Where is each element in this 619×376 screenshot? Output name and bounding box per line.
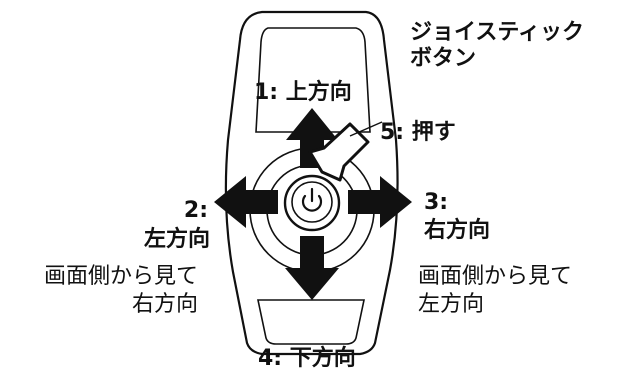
device-bottom-panel [257,299,365,345]
joystick-cap-inner [291,181,333,223]
note-left-line-1: 画面側から見て [43,264,198,289]
label-left-number: 2: [183,198,208,223]
title-line-2: ボタン [410,46,477,71]
device-top-panel [255,27,371,133]
label-right-direction: 右方向 [424,218,491,243]
note-right-line-2: 左方向 [418,292,485,317]
arrow-down-icon [285,236,339,300]
note-right-line-1: 画面側から見て [418,264,573,289]
press-leader-line [349,121,383,137]
arrow-up-icon [286,108,338,168]
note-left-line-2: 右方向 [131,292,198,317]
label-down: 4: 下方向 [258,346,356,371]
power-icon [301,187,323,212]
arrow-right-icon [348,176,412,228]
label-left-direction: 左方向 [143,227,210,252]
label-press: 5: 押す [380,120,456,145]
arrow-left-icon [214,176,278,228]
title-line-1: ジョイスティック [410,20,585,45]
press-arrow-icon [308,122,370,182]
label-up: 1: 上方向 [254,80,352,105]
label-right-number: 3: [424,190,449,215]
